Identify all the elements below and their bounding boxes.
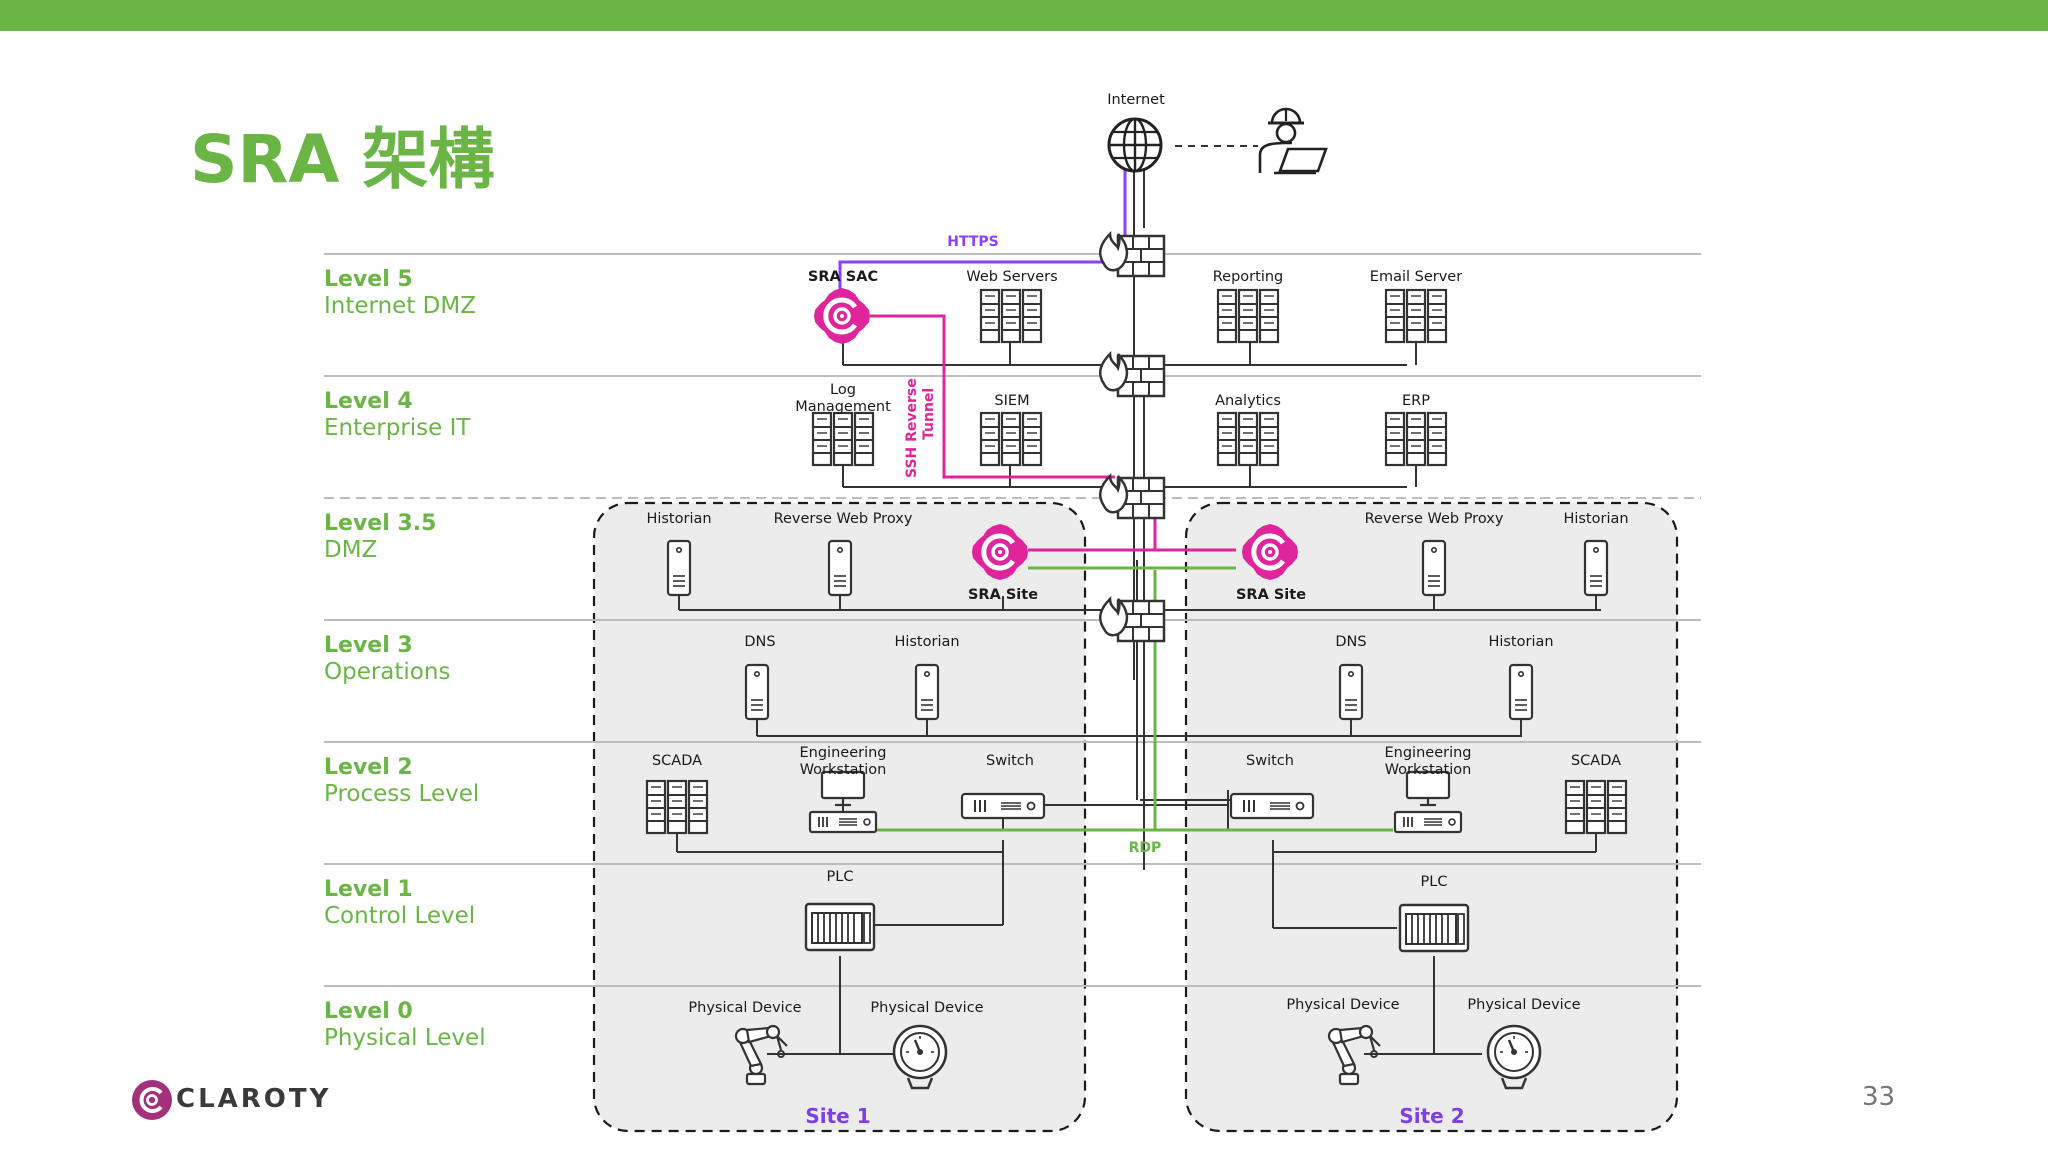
reporting-servers-icon	[1218, 290, 1278, 342]
level-name: Physical Level	[324, 1025, 486, 1051]
site-2-reverse-proxy-label: Reverse Web Proxy	[1365, 511, 1504, 527]
level-2-label: Level 2 Process Level	[324, 755, 479, 808]
site-1-historian-server-icon	[914, 663, 940, 721]
site-1-engineering-workstation-label: Engineering	[800, 745, 887, 761]
ssh-tunnel-label: Tunnel	[921, 388, 937, 440]
erp-servers-icon	[1386, 413, 1446, 465]
level-number: Level 4	[324, 389, 413, 414]
level-name: Control Level	[324, 903, 476, 929]
siem-label: SIEM	[994, 393, 1029, 409]
site-1-scada-servers-icon	[647, 781, 707, 833]
level-name: Internet DMZ	[324, 293, 476, 319]
site-2-historian-server-icon	[1508, 663, 1534, 721]
level-number: Level 0	[324, 999, 413, 1024]
sra-sac-icon	[814, 288, 870, 344]
remote-engineer-icon	[1258, 107, 1328, 175]
level-4-label: Level 4 Enterprise IT	[324, 389, 470, 442]
site-2-physical-device-label: Physical Device	[1286, 997, 1399, 1013]
site-1-plc-icon	[804, 902, 876, 952]
log-management-servers-icon	[813, 413, 873, 465]
level-number: Level 3.5	[324, 511, 437, 536]
claroty-logo: CLAROTY	[130, 1078, 330, 1124]
email-server-label: Email Server	[1370, 269, 1462, 285]
slide-title: SRA 架構	[190, 121, 495, 198]
level-name: Operations	[324, 659, 451, 685]
site-2-physical-device-label: Physical Device	[1467, 997, 1580, 1013]
site-2-dmz-historian-label: Historian	[1563, 511, 1628, 527]
ssh-tunnel-label: SSH Reverse	[904, 378, 920, 478]
site-1-proxy-server-icon	[827, 539, 853, 597]
site-1-engineering-workstation-label: Workstation	[800, 762, 887, 778]
claroty-logo-icon	[132, 1080, 172, 1120]
reporting-label: Reporting	[1213, 269, 1284, 285]
site-1-physical-device-label: Physical Device	[870, 1000, 983, 1016]
site-1-dmz-historian-icon	[666, 539, 692, 597]
level-1-label: Level 1 Control Level	[324, 877, 475, 930]
site-2-proxy-server-icon	[1421, 539, 1447, 597]
site-2-plc-label: PLC	[1421, 874, 1448, 890]
page-number: 33	[1862, 1082, 1896, 1112]
site-2-dns-label: DNS	[1335, 634, 1366, 650]
level-divider-lines	[324, 253, 1701, 987]
site-1-reverse-proxy-label: Reverse Web Proxy	[774, 511, 913, 527]
web-servers-label: Web Servers	[966, 269, 1057, 285]
site-2-name: Site 2	[1399, 1104, 1464, 1128]
site-1-dns-server-icon	[744, 663, 770, 721]
claroty-logo-text: CLAROTY	[176, 1084, 332, 1114]
level-name: Process Level	[324, 781, 480, 807]
level-number: Level 3	[324, 633, 413, 658]
site-2-dns-server-icon	[1338, 663, 1364, 721]
erp-label: ERP	[1402, 393, 1430, 409]
site-2-engineering-workstation-label: Workstation	[1385, 762, 1472, 778]
site-1-switch-icon	[960, 792, 1046, 820]
email-servers-icon	[1386, 290, 1446, 342]
firewall-icon	[1098, 474, 1166, 520]
sra-sac-label: SRA SAC	[808, 269, 878, 285]
level-3-label: Level 3 Operations	[324, 633, 450, 686]
site-2-scada-servers-icon	[1566, 781, 1626, 833]
level-0-label: Level 0 Physical Level	[324, 999, 486, 1052]
site-2-historian-label: Historian	[1488, 634, 1553, 650]
level-name: DMZ	[324, 537, 378, 563]
site-2-dmz-historian-icon	[1583, 539, 1609, 597]
analytics-servers-icon	[1218, 413, 1278, 465]
site-2-switch-icon	[1229, 792, 1315, 820]
level-number: Level 2	[324, 755, 413, 780]
site-2-switch-label: Switch	[1246, 753, 1294, 769]
site-2-engineering-workstation-label: Engineering	[1385, 745, 1472, 761]
site-1-sra-site-label: SRA Site	[968, 587, 1038, 603]
site-1-dmz-historian-label: Historian	[646, 511, 711, 527]
site-1-plc-label: PLC	[827, 869, 854, 885]
site-2-sra-site-label: SRA Site	[1236, 587, 1306, 603]
site-2-scada-label: SCADA	[1571, 753, 1621, 769]
siem-servers-icon	[981, 413, 1041, 465]
web-servers-icon	[981, 290, 1041, 342]
internet-globe-icon	[1107, 117, 1163, 173]
site-1-dns-label: DNS	[744, 634, 775, 650]
log-management-label: Management	[795, 399, 891, 415]
internet-label: Internet	[1107, 92, 1165, 108]
analytics-label: Analytics	[1215, 393, 1281, 409]
site-1-switch-label: Switch	[986, 753, 1034, 769]
firewall-icon	[1098, 352, 1166, 398]
site-1-physical-device-label: Physical Device	[688, 1000, 801, 1016]
level-3-5-label: Level 3.5 DMZ	[324, 511, 436, 564]
level-5-label: Level 5 Internet DMZ	[324, 267, 476, 320]
level-name: Enterprise IT	[324, 415, 471, 441]
site-2-plc-icon	[1398, 903, 1470, 953]
top-accent-bar	[0, 0, 2048, 31]
https-label: HTTPS	[947, 234, 998, 250]
site-1-historian-label: Historian	[894, 634, 959, 650]
level-number: Level 1	[324, 877, 413, 902]
purple-https-path	[838, 170, 1127, 292]
firewall-icon	[1098, 597, 1166, 643]
log-management-label: Log	[830, 382, 856, 398]
site-1-name: Site 1	[805, 1104, 870, 1128]
level-number: Level 5	[324, 267, 413, 292]
rdp-label: RDP	[1129, 840, 1162, 856]
site-1-scada-label: SCADA	[652, 753, 702, 769]
firewall-icon	[1098, 232, 1166, 278]
